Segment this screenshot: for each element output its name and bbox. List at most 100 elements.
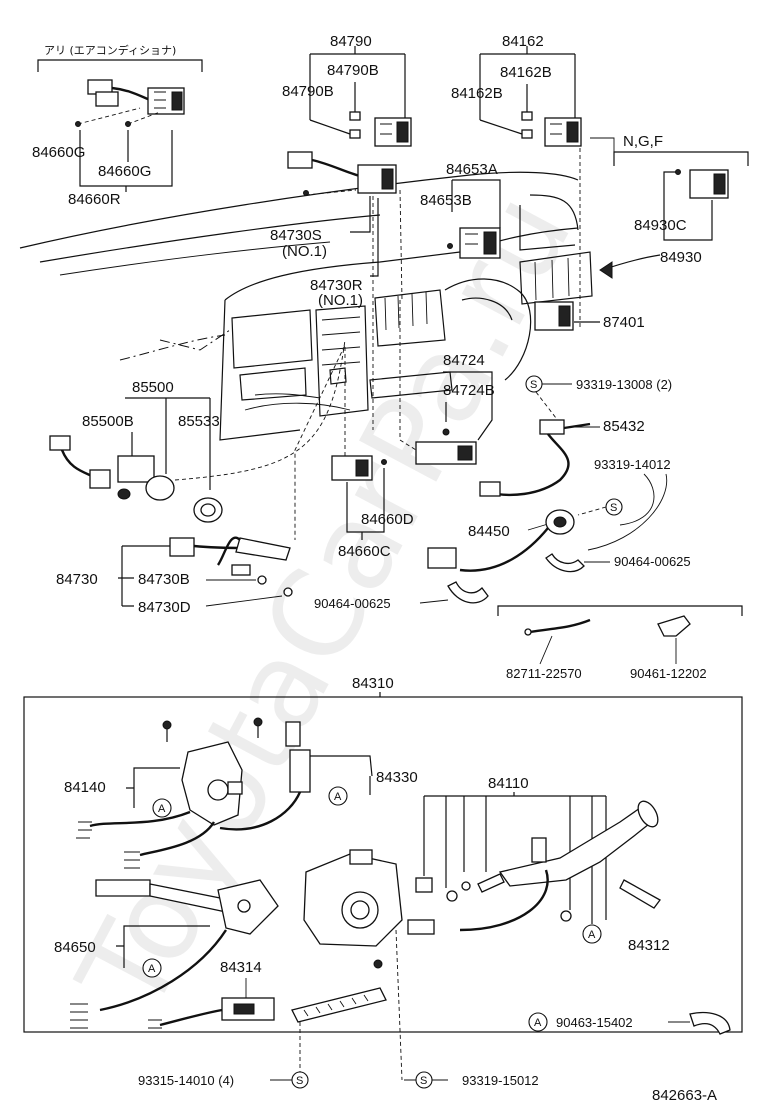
part-84724: 84724: [443, 352, 485, 369]
bulb-socket: [231, 564, 251, 576]
part-84162: 84162: [502, 33, 544, 50]
connector-plug: [427, 547, 457, 569]
lighter-socket: [89, 469, 111, 489]
cable-84450-group: 84450 90464-00625 90464-00625: [314, 509, 691, 611]
part-84730R: 84730R: [310, 277, 363, 294]
cigar-lighter-group: 85500 85500B 85533: [49, 339, 346, 523]
connector-plug: [415, 877, 433, 893]
connector-plug: [407, 919, 435, 935]
part-84730D: 84730D: [138, 599, 191, 616]
part-93319-13008: 93319-13008 (2): [576, 377, 672, 392]
part-84650: 84650: [54, 939, 96, 956]
switch-84730-wire-group: 84730 84730B 84730D: [56, 536, 293, 616]
part-90464-00625-right: 90464-00625: [614, 554, 691, 569]
symbol-a: A: [158, 803, 166, 815]
multi-connector-block: [291, 987, 387, 1023]
symbol-s: S: [530, 379, 537, 391]
symbol-a-circle: [582, 924, 602, 944]
switch-84930-group: N,G,F 84930C 84930: [590, 133, 749, 279]
part-93319-14012: 93319-14012: [594, 457, 671, 472]
bottom-callouts: 93315-14010 (4) S S 93319-15012 842663-A: [138, 1071, 717, 1104]
part-84660G-left: 84660G: [32, 144, 85, 161]
symbol-a: A: [534, 1017, 542, 1029]
switch-84730-group: 84730S (NO.1) 84730R (NO.1): [270, 151, 403, 440]
part-84140: 84140: [64, 779, 106, 796]
combination-switch-section: 84310 84140 A 84330 A 84110: [23, 675, 743, 1081]
screw-icon: [253, 717, 263, 727]
part-84162B-lower: 84162B: [451, 85, 503, 102]
bracket-icon: [657, 615, 691, 637]
ac-switch-group: アリ (エアコンディショナ) 84660G 84660G 84660R: [32, 43, 203, 208]
connector-plug: [287, 151, 313, 169]
screw-icon: [162, 720, 172, 730]
part-84730B: 84730B: [138, 571, 190, 588]
part-84724B: 84724B: [443, 382, 495, 399]
clamp-icon: [447, 581, 489, 604]
symbol-a-circle: [528, 1012, 548, 1032]
part-84162B-upper: 84162B: [500, 64, 552, 81]
part-90464-00625-left: 90464-00625: [314, 596, 391, 611]
symbol-a-circle: [328, 786, 348, 806]
symbol-a: A: [334, 791, 342, 803]
lighter-body: [117, 455, 155, 483]
combination-switch-frame: [23, 696, 743, 1033]
note-no1-upper: (NO.1): [282, 243, 327, 260]
part-90463-15402: 90463-15402: [556, 1015, 633, 1030]
figure-code: 842663-A: [652, 1087, 717, 1104]
wiper-lever-mount: [531, 837, 547, 863]
part-82711-22570: 82711-22570: [506, 666, 582, 681]
note-no1-lower: (NO.1): [318, 292, 363, 309]
ac-variant-note: アリ (エアコンディショナ): [44, 43, 176, 57]
switch-84790-group: 84790 84790B 84790B: [282, 33, 412, 147]
switch-84330-body: [289, 749, 311, 793]
cable-85432-group: S 93319-13008 (2) 85432 93319-14012 S: [479, 375, 672, 551]
part-87401-group: 87401: [534, 301, 645, 331]
part-84660D: 84660D: [361, 511, 414, 528]
bulb-icon: [125, 121, 131, 127]
symbol-s: S: [610, 502, 617, 514]
bulb-icon: [75, 121, 81, 127]
switch-84724-group: 84724 84724B: [399, 352, 495, 465]
connector-plug: [169, 537, 195, 557]
part-84312-pin: [619, 879, 661, 909]
part-85533: 85533: [178, 413, 220, 430]
symbol-a-circle: [142, 958, 162, 978]
bulb-icon: [381, 459, 387, 465]
variant-ngf-note: N,G,F: [623, 133, 663, 150]
part-84653B: 84653B: [420, 192, 472, 209]
symbol-s: S: [420, 1075, 427, 1087]
part-85432: 85432: [603, 418, 645, 435]
part-84730: 84730: [56, 571, 98, 588]
part-84660G-right: 84660G: [98, 163, 151, 180]
part-84660R: 84660R: [68, 191, 121, 208]
part-84790B-lower: 84790B: [282, 83, 334, 100]
symbol-a: A: [588, 929, 596, 941]
bulb-icon: [257, 575, 267, 585]
connector-plug: [479, 481, 501, 497]
turn-lever-knob: [95, 879, 151, 897]
part-84930: 84930: [660, 249, 702, 266]
bulb-icon: [303, 190, 309, 196]
symbol-s: S: [296, 1075, 303, 1087]
part-85500B: 85500B: [82, 413, 134, 430]
part-93319-15012: 93319-15012: [462, 1073, 539, 1088]
part-85500: 85500: [132, 379, 174, 396]
part-84653A: 84653A: [446, 161, 498, 178]
bulb-icon: [447, 243, 453, 249]
part-84310: 84310: [352, 675, 394, 692]
part-84930C: 84930C: [634, 217, 687, 234]
part-84790: 84790: [330, 33, 372, 50]
part-84314: 84314: [220, 959, 262, 976]
harness-accessory-group: 82711-22570 90461-12202: [497, 605, 743, 681]
spring-icon: [477, 873, 505, 893]
bulb-icon: [442, 428, 450, 436]
wiper-lever-body: [498, 807, 656, 887]
bulb-icon: [283, 587, 293, 597]
terminal-icon: [524, 628, 532, 636]
part-84330: 84330: [376, 769, 418, 786]
part-87401: 87401: [603, 314, 645, 331]
clamp-icon: [689, 1011, 731, 1035]
bulb-icon: [675, 169, 681, 175]
